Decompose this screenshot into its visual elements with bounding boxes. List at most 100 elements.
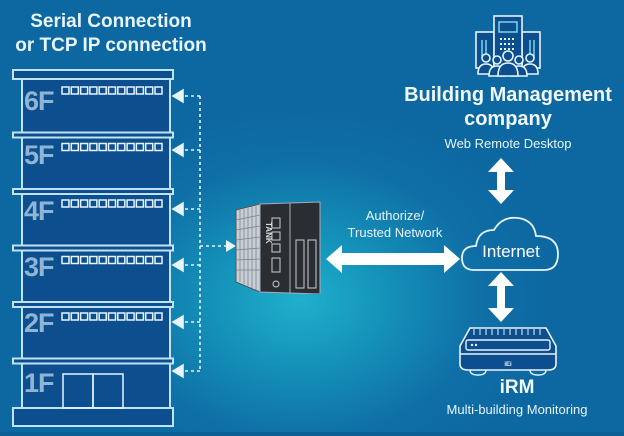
- floor-label-5f: 5F: [24, 140, 54, 170]
- bmc-title-line1: Building Management: [404, 84, 612, 106]
- floor-label-2f: 2F: [24, 308, 54, 338]
- building-illustration: [12, 69, 236, 427]
- window-row: [61, 86, 163, 95]
- window: [89, 142, 98, 152]
- connection-type-title: Serial Connection or TCP IP connection: [0, 10, 222, 58]
- bidirectional-arrow-vertical-top-icon: [488, 158, 514, 204]
- window: [117, 199, 126, 208]
- device-brand-label: TANK: [264, 222, 273, 244]
- floor-arrow-icon: [171, 142, 184, 158]
- connection-title-line1: Serial Connection: [30, 11, 192, 32]
- building-people-icon: [475, 15, 541, 77]
- window: [117, 86, 126, 95]
- window: [79, 255, 89, 265]
- floor-label-6f: 6F: [24, 86, 54, 116]
- window: [70, 86, 80, 95]
- floor-label-4f: 4F: [24, 196, 54, 226]
- irm-device-label: iEi: [504, 362, 512, 368]
- window: [89, 255, 98, 265]
- internet-label: Internet: [482, 242, 540, 261]
- window: [98, 255, 107, 265]
- floor-divider: [12, 301, 174, 308]
- window-row: [61, 312, 163, 321]
- window: [144, 312, 154, 321]
- window: [126, 255, 135, 265]
- floor-arrow-icon: [171, 201, 184, 217]
- connection-title-line2: or TCP IP connection: [15, 35, 207, 56]
- window: [79, 86, 89, 95]
- ground-slab: [12, 407, 174, 427]
- window: [61, 255, 70, 265]
- window: [61, 142, 70, 152]
- window: [126, 199, 135, 208]
- window: [135, 142, 145, 152]
- window: [107, 255, 117, 265]
- floor-divider: [12, 188, 174, 195]
- window: [79, 312, 89, 321]
- window: [70, 142, 80, 152]
- window: [70, 312, 80, 321]
- window: [144, 255, 154, 265]
- window: [89, 86, 98, 95]
- window: [98, 312, 107, 321]
- window: [154, 255, 163, 265]
- window: [117, 142, 126, 152]
- irm-device-icon: iEi: [459, 327, 557, 376]
- window: [89, 199, 98, 208]
- building-management-title: Building Management company: [392, 83, 624, 131]
- floor-arrow-icon: [171, 363, 184, 379]
- window: [117, 255, 126, 265]
- window-row: [61, 199, 163, 208]
- floor-arrow-icon: [171, 88, 184, 104]
- internet-cloud-icon: [461, 216, 559, 271]
- window: [135, 199, 145, 208]
- irm-title: iRM: [499, 377, 535, 398]
- window: [98, 199, 107, 208]
- window: [144, 142, 154, 152]
- window: [126, 312, 135, 321]
- trusted-network-line2: Trusted Network: [347, 225, 443, 240]
- entrance-door: [62, 373, 124, 409]
- floor-divider: [12, 244, 174, 252]
- window: [126, 142, 135, 152]
- window: [135, 86, 145, 95]
- bidirectional-arrow-horizontal-icon: [326, 245, 460, 273]
- trusted-network-label: Authorize/ Trusted Network: [330, 207, 460, 241]
- roof-slab: [12, 69, 174, 80]
- window: [107, 312, 117, 321]
- window: [61, 199, 70, 208]
- window: [154, 312, 163, 321]
- window: [107, 86, 117, 95]
- window: [61, 312, 70, 321]
- window: [135, 255, 145, 265]
- floor-divider: [12, 357, 174, 365]
- window: [154, 86, 163, 95]
- window: [98, 142, 107, 152]
- window: [154, 142, 163, 152]
- window: [98, 86, 107, 95]
- bmc-title-line2: company: [464, 108, 552, 130]
- window: [61, 86, 70, 95]
- irm-subtitle: Multi-building Monitoring: [446, 402, 588, 417]
- web-remote-desktop-label: Web Remote Desktop: [444, 136, 572, 151]
- window: [126, 86, 135, 95]
- window: [135, 312, 145, 321]
- window: [117, 312, 126, 321]
- floor-label-3f: 3F: [24, 252, 54, 282]
- floor-arrow-icon: [171, 314, 184, 330]
- arrow-to-device-icon: [226, 240, 236, 252]
- window: [107, 142, 117, 152]
- window: [154, 199, 163, 208]
- window: [79, 199, 89, 208]
- window-row: [61, 255, 163, 265]
- floor-label-1f: 1F: [24, 368, 54, 398]
- industrial-pc-icon: TANK: [235, 201, 321, 294]
- window: [89, 312, 98, 321]
- window: [107, 199, 117, 208]
- bidirectional-arrow-vertical-bottom-icon: [488, 272, 514, 322]
- floor-arrow-icon: [171, 257, 184, 273]
- floor-divider: [12, 131, 174, 139]
- window-row: [61, 142, 163, 152]
- window: [144, 199, 154, 208]
